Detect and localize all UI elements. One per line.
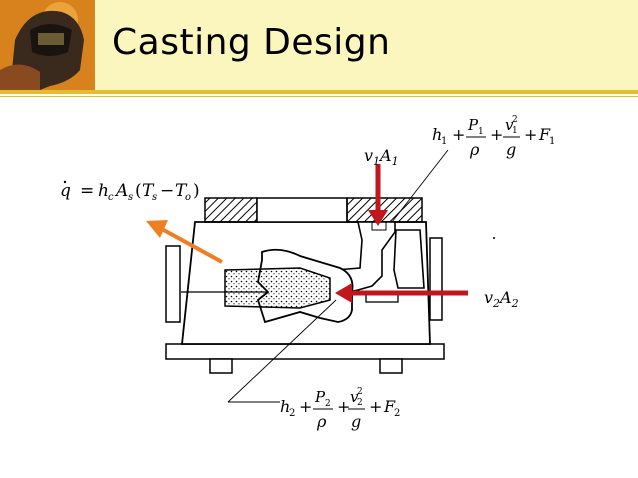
svg-text:o: o [185,192,191,203]
svg-text:1: 1 [478,127,484,137]
svg-text:+: + [299,397,312,416]
svg-text:s: s [152,192,157,203]
svg-text:1: 1 [549,136,555,147]
left-handle [165,245,181,323]
svg-text:F: F [383,397,396,416]
svg-text:ρ: ρ [316,412,327,431]
welder-mask-icon [0,0,95,90]
svg-text:+: + [369,397,382,416]
svg-text:T: T [142,181,155,201]
leader-line-top [391,149,449,223]
cope-block [256,197,348,223]
svg-text:v: v [350,388,359,406]
svg-text:2: 2 [357,398,363,408]
svg-text:1: 1 [512,126,518,136]
svg-text:+: + [337,397,350,416]
svg-text:=: = [80,181,94,201]
heat-loss-arrow [159,226,223,264]
inlet-arrowhead [368,210,388,226]
svg-text:g: g [351,412,361,431]
svg-text:+: + [452,125,465,144]
svg-text:2: 2 [394,408,400,419]
svg-text:−: − [160,181,174,201]
svg-text:+: + [524,125,537,144]
svg-text:h: h [432,125,442,144]
right-handle [429,237,443,321]
header-rule [0,90,638,94]
svg-text:P: P [314,388,326,406]
svg-text:2: 2 [325,399,331,409]
mold-base [165,343,445,374]
svg-text:2: 2 [357,387,363,397]
inlet-flow-label: v1A1 [364,146,399,169]
sand-core [224,267,331,309]
svg-text:ρ: ρ [469,140,480,159]
svg-text:2: 2 [289,408,295,419]
svg-text:+: + [490,125,503,144]
svg-text:2: 2 [512,115,518,125]
outlet-arrowhead [335,283,352,303]
outlet-flow-label: v2A2 [484,288,519,311]
leader-line-bottom [227,299,337,403]
svg-text:F: F [538,125,551,144]
hatched-weight [204,197,258,223]
svg-text:v: v [505,116,514,134]
svg-text:T: T [175,181,188,201]
svg-text:q: q [60,181,71,201]
svg-text:A: A [114,181,128,201]
svg-text:1: 1 [441,136,447,147]
svg-text:c: c [108,192,114,203]
svg-text:(: ( [135,181,142,201]
svg-text:g: g [506,140,516,159]
speck [493,237,495,239]
heat-arrowhead [146,220,168,238]
svg-text:h: h [98,181,109,201]
svg-text:P: P [467,116,479,134]
header-rule-thin [0,96,638,97]
svg-text:h: h [280,397,290,416]
slide-header [0,0,638,90]
svg-text:): ) [193,181,200,201]
slide-title: Casting Design [112,22,391,63]
svg-text:s: s [128,192,133,203]
